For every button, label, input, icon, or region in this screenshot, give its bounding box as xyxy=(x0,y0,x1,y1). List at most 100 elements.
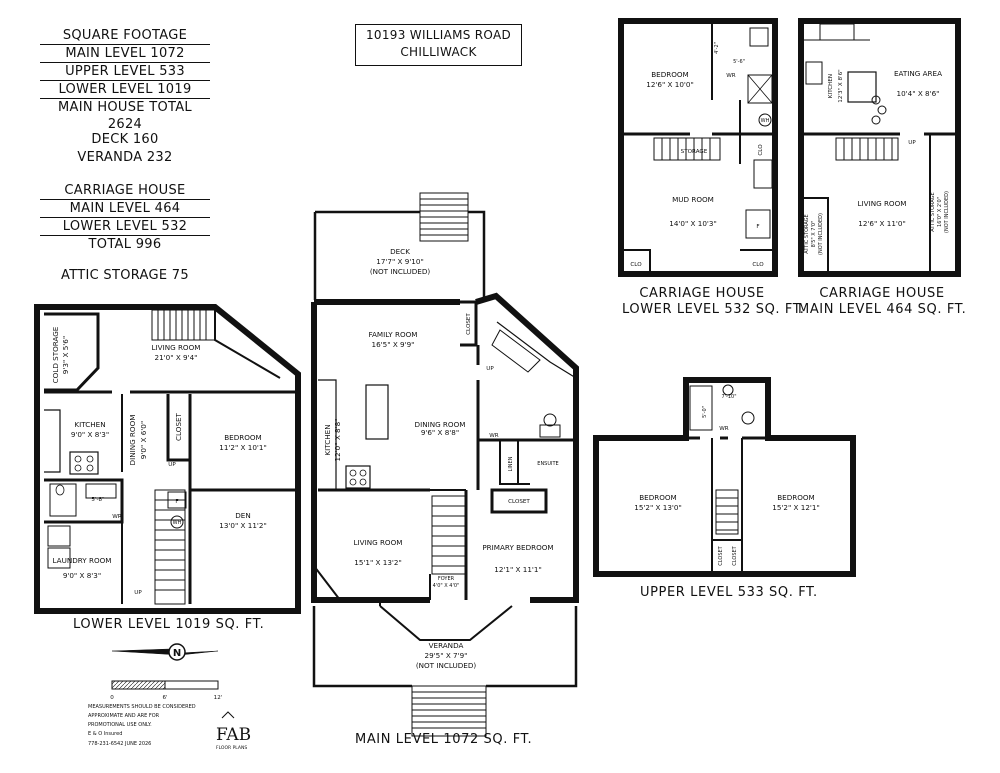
disclaimer-line1: MEASUREMENTS SHOULD BE CONSIDERED xyxy=(88,704,196,710)
disclaimer-line3: PROMOTIONAL USE ONLY. xyxy=(88,722,152,728)
up-bedroom1-label: BEDROOM xyxy=(639,493,677,502)
upper-level-plan xyxy=(593,377,856,577)
cm-kitchen-dim: 12'3" X 8'6" xyxy=(838,69,844,103)
lower-small-dim: 5'-8" xyxy=(91,497,105,503)
up-closet2-label: CLOSET xyxy=(732,545,738,565)
lower-up2-label: UP xyxy=(134,590,142,596)
cm-attic1-note: (NOT INCLUDED) xyxy=(818,213,824,255)
carriage-lower-plan xyxy=(618,18,778,277)
carriage-main-stairs xyxy=(835,137,899,161)
summary-carriage-lower: LOWER LEVEL 532 xyxy=(40,218,210,236)
up-bedroom1-dim: 15'2" X 13'0" xyxy=(634,503,682,512)
summary-upper-level: UPPER LEVEL 533 xyxy=(40,63,210,81)
summary-main-level: MAIN LEVEL 1072 xyxy=(40,45,210,63)
main-up-label: UP xyxy=(486,366,494,372)
main-dining-dim: 9'6" X 8'8" xyxy=(421,428,459,437)
cl-bedroom-dim: 12'6" X 10'0" xyxy=(646,80,694,89)
lower-den-label: DEN xyxy=(235,511,250,520)
fab-logo-sub: FLOOR PLANS xyxy=(216,745,247,751)
north-letter: N xyxy=(173,648,181,659)
main-linen-label: LINEN xyxy=(508,456,514,471)
main-primary-dim: 12'1" X 11'1" xyxy=(494,565,542,574)
lower-up-label: UP xyxy=(168,462,176,468)
cl-clo3-label: CLO xyxy=(752,262,764,268)
upper-level-labels: 7'-10" 5'-0" WR BEDROOM 15'2" X 13'0" BE… xyxy=(634,394,820,566)
carriage-lower-stairs xyxy=(653,137,721,161)
main-family-label: FAMILY ROOM xyxy=(369,330,418,339)
main-deck-stairs xyxy=(419,192,469,242)
main-closet-label: CLOSET xyxy=(466,313,472,335)
up-bedroom2-label: BEDROOM xyxy=(777,493,815,502)
main-living-label: LIVING ROOM xyxy=(354,538,403,547)
address-line1: 10193 WILLIAMS ROAD xyxy=(365,28,512,42)
main-deck-label: DECK xyxy=(390,247,410,256)
scale-0: 0 xyxy=(110,695,114,701)
cm-living-dim: 12'6" X 11'0" xyxy=(858,219,906,228)
main-veranda-note: (NOT INCLUDED) xyxy=(416,661,477,670)
up-closet1-label: CLOSET xyxy=(718,545,724,565)
lower-kitchen-label: KITCHEN xyxy=(74,420,105,429)
summary-carriage-total: TOTAL 996 xyxy=(88,237,162,252)
cl-storage-label: STORAGE xyxy=(681,149,708,155)
main-primary-label: PRIMARY BEDROOM xyxy=(482,543,553,552)
main-kitchen-label: KITCHEN xyxy=(323,424,332,455)
cl-f-label: F xyxy=(756,224,759,230)
carriage-main-plan xyxy=(798,18,961,277)
up-bedroom2-dim: 15'2" X 12'1" xyxy=(772,503,820,512)
disclaimer: MEASUREMENTS SHOULD BE CONSIDERED APPROX… xyxy=(88,704,196,747)
cm-up-label: UP xyxy=(908,140,916,146)
up-dim-a: 7'-10" xyxy=(721,394,736,400)
main-interior-stairs xyxy=(431,495,467,575)
cm-eating-dim: 10'4" X 8'6" xyxy=(897,89,940,98)
summary-heading: SQUARE FOOTAGE xyxy=(40,27,210,45)
fab-logo: FAB FLOOR PLANS xyxy=(216,711,251,751)
address-box: 10193 WILLIAMS ROAD CHILLIWACK xyxy=(355,24,522,66)
cm-attic1-dim: 8'5" X 7'0" xyxy=(811,221,817,248)
scale-6: 6' xyxy=(162,695,167,701)
upper-stairs xyxy=(715,489,739,535)
cm-attic2-dim: 16'0" X 2'0" xyxy=(937,197,943,227)
carriage-lower-labels: BEDROOM 12'6" X 10'0" WR 4'-2" 5'-6" WH … xyxy=(630,42,769,268)
summary-lower-level: LOWER LEVEL 1019 xyxy=(40,81,210,99)
main-deck-note: (NOT INCLUDED) xyxy=(370,267,431,276)
summary-main-total: MAIN HOUSE TOTAL 2624 xyxy=(58,100,192,132)
carriage-main-labels: KITCHEN 12'3" X 8'6" EATING AREA 10'4" X… xyxy=(804,69,950,255)
main-ensuite-label: ENSUITE xyxy=(537,461,558,467)
lower-wh-label: WH xyxy=(173,520,182,526)
up-wr-label: WR xyxy=(719,426,729,432)
scale-12: 12' xyxy=(214,695,223,701)
lower-level-plan xyxy=(34,304,301,614)
caption-carriage-lower-1: CARRIAGE HOUSE xyxy=(639,286,765,301)
cl-mud-dim: 14'0" X 10'3" xyxy=(669,219,717,228)
north-arrow-circle xyxy=(168,643,186,661)
main-family-dim: 16'5" X 9'9" xyxy=(372,340,415,349)
cl-wh-label: WH xyxy=(761,118,770,124)
lower-closet-label: CLOSET xyxy=(174,412,183,441)
lower-cold-label: COLD STORAGE xyxy=(51,326,60,383)
caption-carriage-main: CARRIAGE HOUSE MAIN LEVEL 464 SQ. FT. xyxy=(798,286,966,318)
address-line2: CHILLIWACK xyxy=(400,45,477,59)
main-living-dim: 15'1" X 13'2" xyxy=(354,558,402,567)
cl-clo2-label: CLO xyxy=(630,262,642,268)
cm-attic2-note: (NOT INCLUDED) xyxy=(944,191,950,233)
lower-den-dim: 13'0" X 11'2" xyxy=(219,521,267,530)
cm-living-label: LIVING ROOM xyxy=(858,199,907,208)
main-foyer-label: FOYER xyxy=(438,576,455,582)
cl-bedroom-label: BEDROOM xyxy=(651,70,689,79)
lower-living-label: LIVING ROOM xyxy=(152,343,201,352)
cl-mud-label: MUD ROOM xyxy=(672,195,714,204)
cm-attic1-label: ATTIC STORAGE xyxy=(804,214,810,253)
cm-kitchen-label: KITCHEN xyxy=(828,74,834,98)
lower-laundry-dim: 9'0" X 8'3" xyxy=(63,571,101,580)
caption-lower: LOWER LEVEL 1019 SQ. FT. xyxy=(73,617,265,632)
cl-clo1-label: CLO xyxy=(758,144,764,156)
main-wr-label: WR xyxy=(489,433,499,439)
main-deck-dim: 17'7" X 9'10" xyxy=(376,257,424,266)
lower-living-dim: 21'0" X 9'4" xyxy=(155,353,198,362)
summary-carriage-heading: CARRIAGE HOUSE xyxy=(40,182,210,200)
summary-carriage-main: MAIN LEVEL 464 xyxy=(40,200,210,218)
caption-carriage-lower: CARRIAGE HOUSE LOWER LEVEL 532 SQ. FT. xyxy=(622,286,804,318)
main-dining-label: DINING ROOM xyxy=(415,420,466,429)
summary-attic-storage: ATTIC STORAGE 75 xyxy=(61,268,189,283)
caption-upper: UPPER LEVEL 533 SQ. FT. xyxy=(640,585,818,600)
